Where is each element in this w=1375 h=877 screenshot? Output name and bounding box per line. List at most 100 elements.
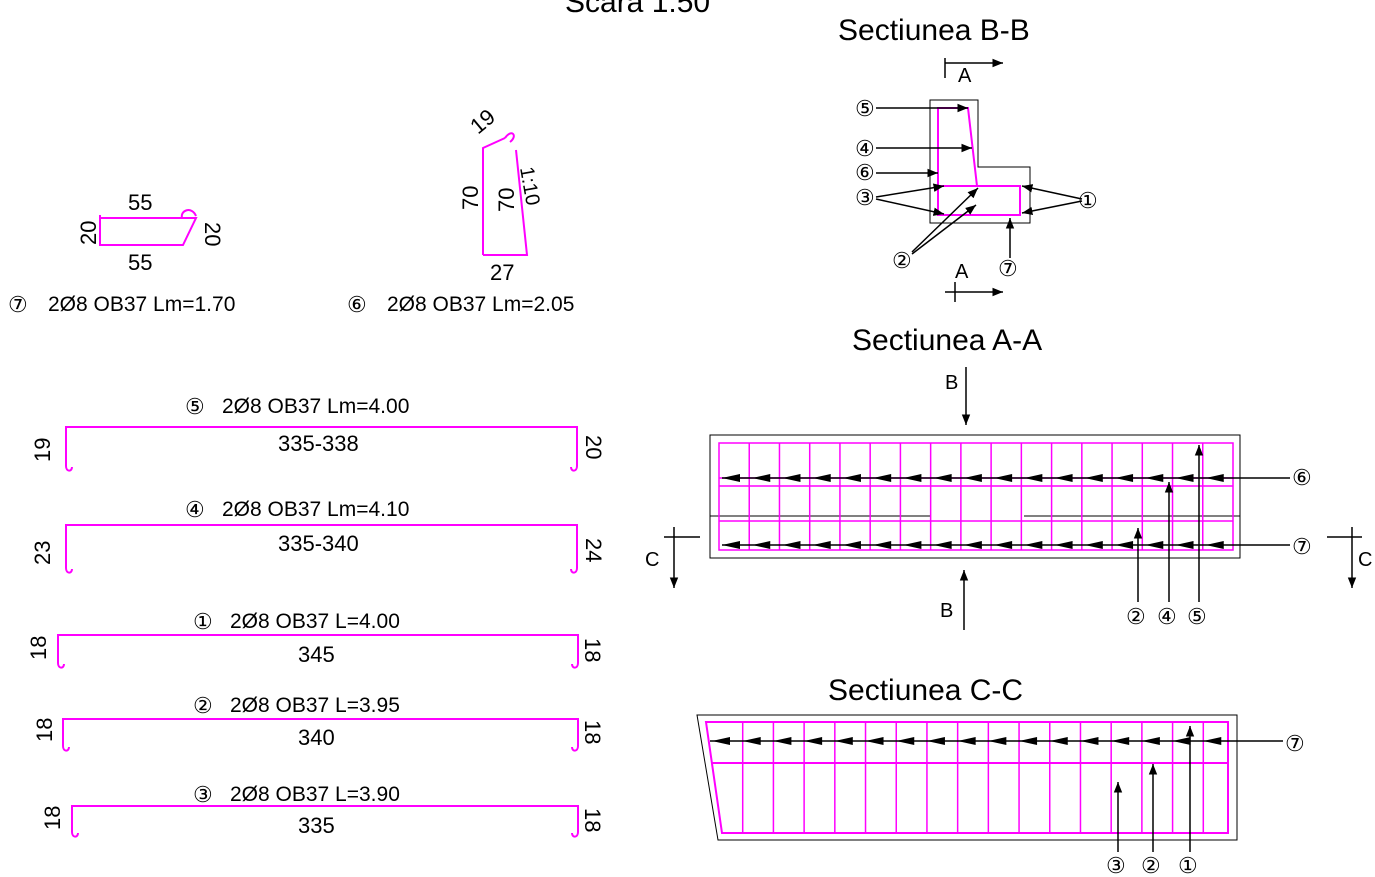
section-aa-mark-2: ② [1126, 604, 1146, 629]
aa-rebar-outline [718, 442, 1234, 551]
cc-arrowhead [1049, 737, 1068, 745]
bar-5-dim-middle: 335-338 [278, 431, 359, 456]
section-bb-mark-7: ⑦ [998, 256, 1018, 281]
aa-arrowhead [963, 474, 982, 482]
cc-arrowhead [1080, 737, 1099, 745]
cc-arrowhead [1019, 737, 1038, 745]
bar-6-dim-left: 70 [458, 186, 483, 210]
bar-3-mark: ③ [193, 782, 213, 807]
bar-2-spec: 2Ø8 OB37 L=3.95 [230, 694, 400, 717]
bar-4-dim-middle: 335-340 [278, 531, 359, 556]
bar-1-spec: 2Ø8 OB37 L=4.00 [230, 610, 400, 633]
cc-arrowhead [834, 737, 853, 745]
bar-1-shape: ① 2Ø8 OB37 L=4.00 345 18 18 [26, 609, 605, 669]
aa-arrowhead [1115, 474, 1134, 482]
aa-arrowhead [1084, 474, 1103, 482]
bar-2-dim-middle: 340 [298, 725, 335, 750]
aa-arrowhead [812, 474, 831, 482]
section-cc-mark-3: ③ [1106, 853, 1126, 877]
bar-5-mark: ⑤ [185, 394, 205, 419]
aa-arrowhead [933, 474, 952, 482]
cc-arrowhead [957, 737, 976, 745]
bar-1-dim-right: 18 [580, 638, 605, 662]
section-aa-rebar-grid [718, 442, 1234, 551]
section-aa-cut-c-right: C [1358, 549, 1372, 571]
bar-4-dim-left: 23 [30, 541, 55, 565]
aa-arrowhead [1175, 474, 1194, 482]
aa-arrowhead [842, 474, 861, 482]
cc-arrowhead [896, 737, 915, 745]
aa-arrowhead [842, 541, 861, 549]
aa-arrowhead [873, 474, 892, 482]
section-bb-mark-2: ② [892, 248, 912, 273]
section-aa-arrows [722, 474, 1290, 549]
aa-arrowhead [994, 474, 1013, 482]
bar-7-mark: ⑦ [8, 292, 28, 317]
bar-3-dim-right: 18 [580, 808, 605, 832]
section-bb: Sectiunea B-B A A ⑤ ④ ⑥ ③ ① ② ⑦ [838, 14, 1098, 302]
section-aa-title: Sectiunea A-A [852, 324, 1042, 357]
aa-arrowhead [933, 541, 952, 549]
bar-6-dim-slope: 1:10 [515, 165, 543, 207]
section-bb-mark-3: ③ [855, 185, 875, 210]
bar-6-dim-bottom: 27 [490, 260, 514, 285]
aa-arrowhead [1205, 474, 1224, 482]
bar-1-dim-middle: 345 [298, 642, 335, 667]
bar-7-dim-right: 20 [200, 222, 225, 246]
scale-label: Scara 1:50 [565, 0, 710, 19]
aa-arrowhead [1054, 541, 1073, 549]
bar-6-spec: 2Ø8 OB37 Lm=2.05 [387, 293, 574, 316]
cc-arrowhead [988, 737, 1007, 745]
section-aa-cut-b-bottom: B [940, 600, 953, 622]
aa-arrowhead [903, 474, 922, 482]
aa-arrowhead [782, 541, 801, 549]
bar-3-dim-left: 18 [40, 806, 65, 830]
aa-arrowhead [1145, 474, 1164, 482]
bar-2-shape: ② 2Ø8 OB37 L=3.95 340 18 18 [32, 693, 605, 752]
bar-6-dim-inner: 70 [494, 188, 519, 212]
bar-3-shape: ③ 2Ø8 OB37 L=3.90 335 18 18 [40, 782, 605, 838]
bar-3-spec: 2Ø8 OB37 L=3.90 [230, 783, 400, 806]
aa-arrowhead [752, 541, 771, 549]
section-cc: Sectiunea C-C ⑦ ③ ② ① [696, 674, 1305, 877]
aa-arrowhead [1084, 541, 1103, 549]
cc-arrowhead [1141, 737, 1160, 745]
bar-1-dim-left: 18 [26, 636, 51, 660]
bar-6-dim-hook: 19 [465, 104, 500, 139]
cc-arrowhead [1111, 737, 1130, 745]
bar-7-shape: 55 55 20 20 ⑦ 2Ø8 OB37 Lm=1.70 [8, 190, 235, 317]
aa-arrowhead [1024, 474, 1043, 482]
aa-arrowhead [873, 541, 892, 549]
section-bb-cut-top: A [958, 65, 972, 87]
bar-5-spec: 2Ø8 OB37 Lm=4.00 [222, 395, 409, 418]
aa-arrowhead [782, 474, 801, 482]
cc-arrowhead [773, 737, 792, 745]
section-aa-mark-6: ⑥ [1292, 465, 1312, 490]
bar-4-mark: ④ [185, 497, 205, 522]
section-cc-title: Sectiunea C-C [828, 674, 1023, 707]
section-bb-mark-1: ① [1078, 188, 1098, 213]
section-cc-mark-7: ⑦ [1285, 731, 1305, 756]
section-bb-title: Sectiunea B-B [838, 14, 1030, 47]
bar-5-shape: ⑤ 2Ø8 OB37 Lm=4.00 335-338 19 20 [30, 394, 606, 472]
aa-arrowhead [1205, 541, 1224, 549]
bar-7-dim-top: 55 [128, 190, 152, 215]
aa-arrowhead [722, 474, 740, 482]
cc-arrowhead [742, 737, 761, 745]
bar-1-mark: ① [193, 609, 213, 634]
bar-6-shape: 19 70 70 1:10 27 ⑥ 2Ø8 OB37 Lm=2.05 [347, 104, 574, 317]
cc-arrowhead [804, 737, 823, 745]
bar-2-dim-right: 18 [580, 720, 605, 744]
section-cc-mark-1: ① [1178, 853, 1198, 877]
section-bb-mark-4: ④ [855, 136, 875, 161]
bar-3-dim-middle: 335 [298, 813, 335, 838]
bar-7-dim-bottom: 55 [128, 250, 152, 275]
bar-6-mark: ⑥ [347, 292, 367, 317]
cc-arrowhead [1203, 737, 1222, 745]
aa-arrowhead [963, 541, 982, 549]
bar-5-dim-right: 20 [581, 435, 606, 459]
aa-arrowhead [1054, 474, 1073, 482]
aa-arrowhead [1115, 541, 1134, 549]
bar-4-shape: ④ 2Ø8 OB37 Lm=4.10 335-340 23 24 [30, 497, 606, 574]
